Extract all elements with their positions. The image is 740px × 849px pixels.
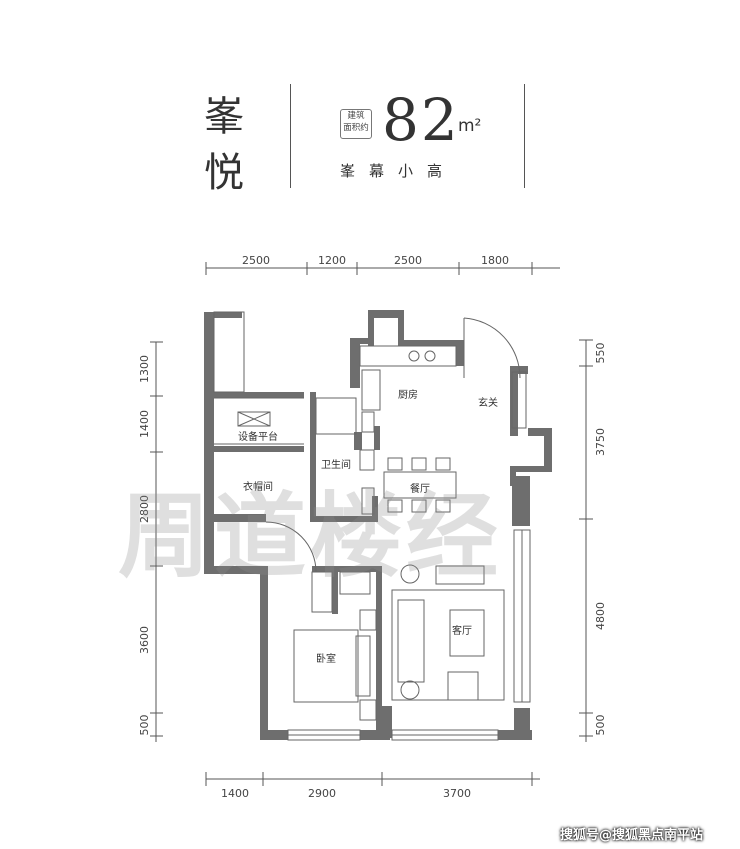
dim-bottom-2: 2900 bbox=[308, 787, 336, 800]
dim-top-1: 2500 bbox=[242, 254, 270, 267]
dim-right-2: 3750 bbox=[594, 428, 607, 456]
room-dining: 餐厅 bbox=[410, 482, 430, 495]
room-bedroom: 卧室 bbox=[316, 652, 336, 665]
walls bbox=[204, 310, 552, 740]
header-divider-left bbox=[290, 84, 291, 188]
room-entrance: 玄关 bbox=[478, 396, 498, 409]
dim-right-4: 500 bbox=[594, 715, 607, 736]
dimension-lines bbox=[150, 262, 593, 786]
dim-top-2: 1200 bbox=[318, 254, 346, 267]
room-kitchen: 厨房 bbox=[398, 388, 418, 401]
project-name-char-1: 峯 bbox=[204, 94, 244, 140]
badge-line-2: 面积约 bbox=[343, 123, 369, 133]
dim-left-1: 1300 bbox=[138, 355, 151, 383]
area-badge: 建筑 面积约 bbox=[340, 109, 372, 139]
dim-bottom-3: 3700 bbox=[443, 787, 471, 800]
layout-subtitle: 峯幕小高 bbox=[340, 162, 457, 180]
header-divider-right bbox=[524, 84, 525, 188]
dim-left-2: 1400 bbox=[138, 410, 151, 438]
dim-left-3: 2800 bbox=[138, 495, 151, 523]
room-bathroom: 卫生间 bbox=[321, 458, 351, 471]
room-wardrobe: 衣帽间 bbox=[243, 480, 273, 493]
dim-top-4: 1800 bbox=[481, 254, 509, 267]
dim-left-4: 3600 bbox=[138, 626, 151, 654]
thin-lines bbox=[213, 311, 531, 741]
project-name-char-2: 悦 bbox=[204, 150, 244, 196]
dim-right-1: 550 bbox=[594, 343, 607, 364]
room-equipment-platform: 设备平台 bbox=[238, 430, 278, 443]
badge-line-1: 建筑 bbox=[347, 111, 365, 121]
credit-text: 搜狐号@搜狐黑点南平站 bbox=[560, 828, 704, 843]
dim-left-5: 500 bbox=[138, 715, 151, 736]
dim-bottom-1: 1400 bbox=[221, 787, 249, 800]
dim-top-3: 2500 bbox=[394, 254, 422, 267]
dim-right-3: 4800 bbox=[594, 602, 607, 630]
area-value: 82 bbox=[382, 86, 460, 154]
watermark: 周道楼经 bbox=[118, 483, 503, 590]
area-unit: m² bbox=[458, 116, 482, 136]
room-living: 客厅 bbox=[452, 624, 472, 637]
